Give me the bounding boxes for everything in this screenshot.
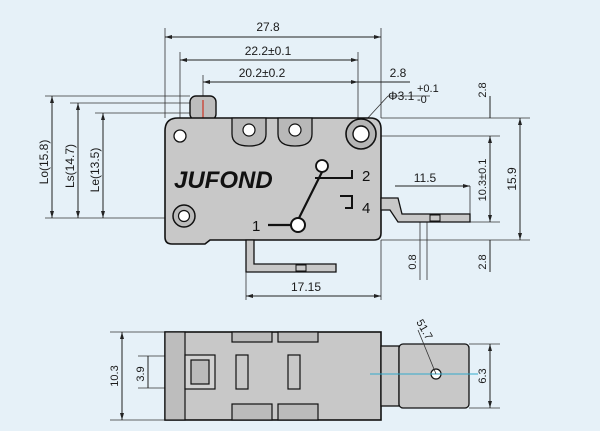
arrow [50, 96, 54, 103]
side-slot-1 [235, 354, 249, 390]
leader-angle [417, 329, 437, 375]
dim-body-height: 15.9 [505, 167, 519, 191]
mount-hole-right [352, 125, 370, 143]
brand-logo-text: JUFOND [174, 167, 273, 194]
mount-hole-top-left [173, 129, 187, 143]
leader-hole-dia [365, 95, 389, 121]
arrow [488, 344, 492, 351]
arrow [165, 35, 172, 39]
side-rivet-top-2 [277, 331, 319, 343]
arrow [463, 184, 470, 188]
arrow [180, 58, 187, 62]
side-actuator [190, 359, 210, 385]
arrow [351, 58, 358, 62]
dim-hole-diameter: Φ3.1 [388, 89, 415, 103]
switch-lever-symbol [297, 171, 323, 221]
dim-actuator-to-hole: 20.2±0.2 [239, 66, 286, 80]
terminal-bottom-slot [295, 264, 307, 272]
side-rivet-bottom-2 [277, 403, 319, 421]
terminal-label-4: 4 [362, 200, 370, 217]
dim-hole-tol-lower: -0 [417, 94, 427, 106]
rivet-1 [242, 123, 256, 137]
dim-lo: Lo(15.8) [37, 140, 51, 185]
arrow [120, 332, 124, 339]
arrow [120, 413, 124, 420]
common-terminal-symbol [315, 159, 329, 173]
switch-body [164, 117, 382, 245]
side-rivet-bottom-1 [231, 403, 273, 421]
arrow [374, 294, 381, 298]
arrow [246, 294, 253, 298]
terminal-right-slot [429, 214, 441, 222]
dim-hole-height: 10.3±0.1 [477, 159, 489, 202]
terminal-1-symbol [290, 217, 306, 233]
dim-bottom-offset-right: 2.8 [477, 254, 489, 269]
dim-inner-width: 3.9 [135, 366, 147, 381]
arrow [76, 103, 80, 110]
dim-le: Le(13.5) [88, 148, 102, 193]
arrow [374, 35, 381, 39]
arrow [101, 211, 105, 218]
arrow [203, 80, 210, 84]
terminal-label-1: 1 [252, 218, 260, 235]
side-slot-2 [287, 354, 301, 390]
arrow [518, 118, 522, 125]
dim-terminal-thickness: 0.8 [407, 254, 419, 269]
dim-body-width: 10.3 [109, 365, 121, 386]
arrow [50, 211, 54, 218]
dim-hole-spacing: 22.2±0.1 [245, 44, 292, 58]
arrow [76, 211, 80, 218]
side-terminal-base [380, 345, 400, 407]
dim-terminal-width: 6.3 [477, 368, 489, 383]
dim-hole-offset-x: 2.8 [390, 66, 407, 80]
dim-angle: 51.7 [413, 318, 434, 343]
dim-hole-tol-upper: +0.1 [417, 83, 439, 95]
arrow [488, 136, 492, 143]
side-body-left-end [164, 331, 186, 421]
no-contact-symbol [340, 195, 353, 209]
dim-ls: Ls(14.7) [63, 144, 77, 188]
dim-terminal-spacing: 17.15 [291, 280, 321, 294]
nc-contact-symbol [315, 170, 353, 179]
dim-top-offset-right: 2.8 [477, 82, 489, 97]
arrow [488, 401, 492, 408]
arrow [101, 113, 105, 120]
terminal-label-2: 2 [362, 168, 370, 185]
terminal-right [380, 197, 471, 223]
mount-hole-bottom-left [177, 209, 191, 223]
dim-terminal-length: 11.5 [414, 171, 437, 185]
rivet-2 [288, 123, 302, 137]
arrow [488, 215, 492, 222]
arrow [518, 233, 522, 240]
terminal-bottom [245, 239, 337, 273]
dim-overall-length: 27.8 [256, 20, 280, 34]
arrow [351, 80, 358, 84]
side-rivet-top-1 [231, 331, 273, 343]
